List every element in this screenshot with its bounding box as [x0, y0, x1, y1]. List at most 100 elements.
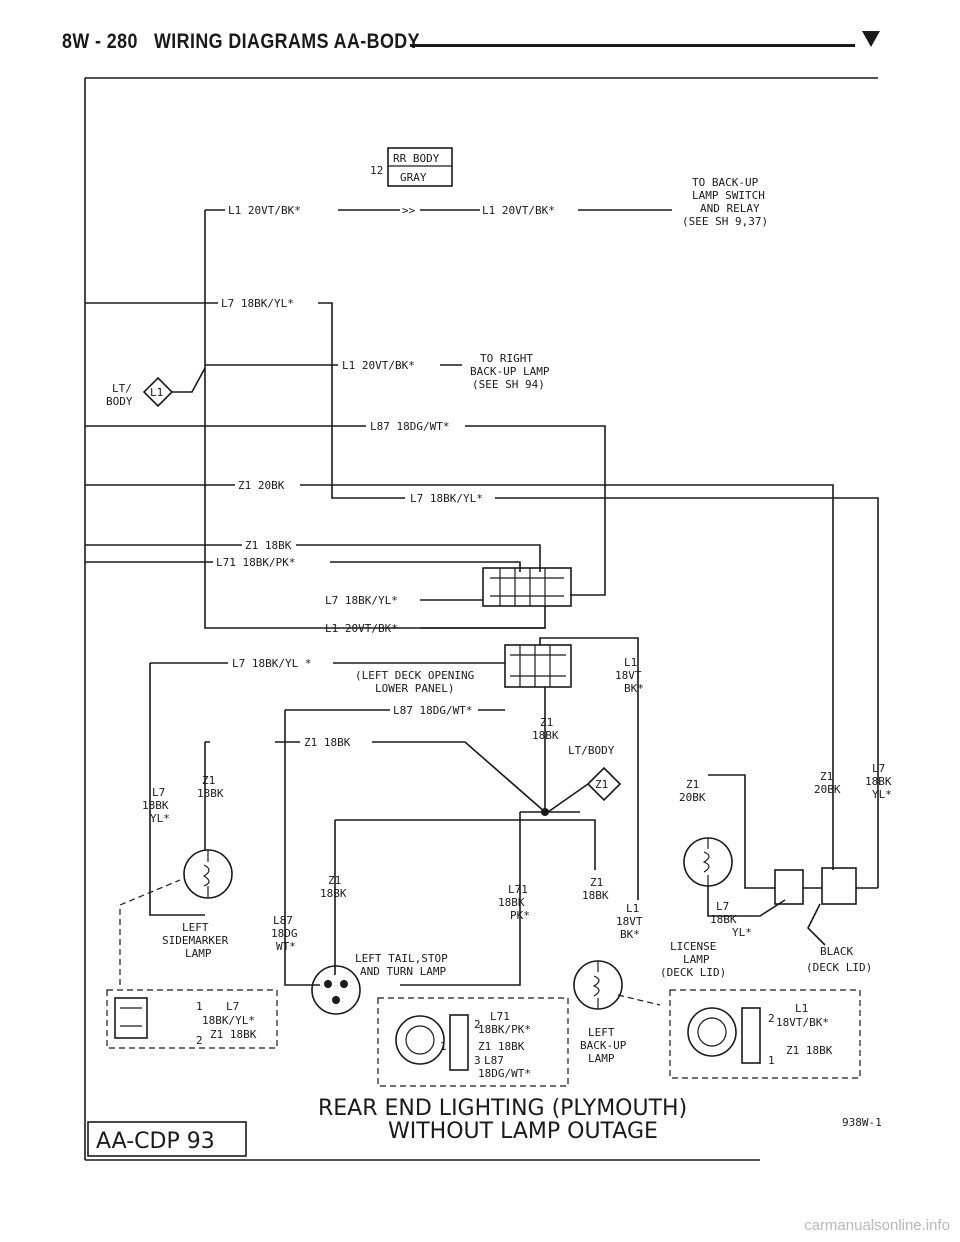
z1-right-1: Z1 — [686, 778, 699, 791]
wire-l87-a: L87 18DG/WT* — [370, 420, 449, 433]
header-triangle-icon — [862, 31, 880, 47]
lt-body-1: LT/ — [112, 382, 132, 395]
wire-l71: L71 18BK/PK* — [216, 556, 295, 569]
diagram-subtitle: WITHOUT LAMP OUTAGE — [388, 1119, 658, 1144]
ground-diamond-z1 — [586, 766, 622, 802]
tail-pin2-wire: L71 — [490, 1010, 510, 1023]
sidemarker-label-3: LAMP — [185, 947, 212, 960]
wire-l87-b: L87 18DG/WT* — [393, 704, 472, 717]
l7-far-1: L7 — [872, 762, 885, 775]
l87-lamp-2: 18DG — [271, 927, 298, 940]
wire-z1-18: Z1 18BK — [245, 539, 292, 552]
sm-pin2-wire: Z1 18BK — [210, 1028, 257, 1041]
tail-pin2: 2 — [474, 1018, 481, 1031]
tail-pin1-wire: Z1 18BK — [478, 1040, 525, 1053]
ground-diamond-l1 — [142, 376, 174, 408]
to-right-1: TO RIGHT — [480, 352, 533, 365]
tail-lamp-icon — [311, 965, 361, 1015]
sidemarker-label-1: LEFT — [182, 921, 209, 934]
tail-pin3-color: 18DG/WT* — [478, 1067, 531, 1080]
sm-pin1-color: 18BK/YL* — [202, 1014, 255, 1027]
z1-lamp-1: Z1 — [328, 874, 341, 887]
sm-pin2: 2 — [196, 1034, 203, 1047]
lic-pin2: 2 — [768, 1012, 775, 1025]
left-backup-2: BACK-UP — [580, 1039, 627, 1052]
header-rule — [410, 44, 855, 47]
to-backup-2: LAMP SWITCH — [692, 189, 765, 202]
l87-lamp-1: L87 — [273, 914, 293, 927]
l71-lamp-3: PK* — [510, 909, 530, 922]
wire-l7-c: L7 18BK/YL* — [325, 594, 398, 607]
l7-left-3: YL* — [150, 812, 170, 825]
footer-url: carmanualsonline.info — [804, 1217, 950, 1234]
l7-far-2: 18BK — [865, 775, 892, 788]
lt-body-2: BODY — [106, 395, 133, 408]
z1-left-2: 18BK — [197, 787, 224, 800]
lt-body-label: LT/BODY — [568, 744, 615, 757]
page-number: 8W - 280 — [62, 30, 138, 53]
black-deck-1: BLACK — [820, 945, 853, 958]
z1-lamp-2: 18BK — [320, 887, 347, 900]
to-backup-3: AND RELAY — [700, 202, 760, 215]
wire-l7-d: L7 18BK/YL * — [232, 657, 311, 670]
wire-top-left: L1 20VT/BK* — [228, 204, 301, 217]
z1-mid-1: Z1 — [540, 716, 553, 729]
l1-backup-3: BK* — [620, 928, 640, 941]
l7-left-2: 18BK — [142, 799, 169, 812]
tail-label-1: LEFT TAIL,STOP — [355, 952, 448, 965]
ground-z1-label: Z1 — [595, 778, 608, 791]
deck-connector-1 — [774, 869, 804, 905]
l7-license-2: 18BK — [710, 913, 737, 926]
ground-l1-label: L1 — [150, 386, 163, 399]
wire-l7-b: L7 18BK/YL* — [410, 492, 483, 505]
wire-top-right: L1 20VT/BK* — [482, 204, 555, 217]
z1-backup-1: Z1 — [590, 876, 603, 889]
connector-name: RR BODY — [393, 152, 440, 165]
l87-lamp-3: WT* — [276, 940, 296, 953]
black-deck-2: (DECK LID) — [806, 961, 872, 974]
splice-symbol: >> — [402, 204, 416, 217]
tail-connector-box — [377, 997, 569, 1087]
license-label-1: LICENSE — [670, 940, 716, 953]
lic-pin2-wire: L1 — [795, 1002, 808, 1015]
l1-18vt-1: L1 — [624, 656, 637, 669]
connector-color: GRAY — [400, 171, 427, 184]
license-connector-box — [669, 989, 861, 1079]
to-right-2: BACK-UP LAMP — [470, 365, 550, 378]
l1-backup-2: 18VT — [616, 915, 643, 928]
l71-lamp-1: L71 — [508, 883, 528, 896]
page-title: WIRING DIAGRAMS AA-BODY — [153, 30, 420, 53]
left-backup-1: LEFT — [588, 1026, 615, 1039]
lic-pin2-color: 18VT/BK* — [776, 1016, 829, 1029]
left-backup-3: LAMP — [588, 1052, 615, 1065]
l1-18vt-3: BK* — [624, 682, 644, 695]
connector-deck — [504, 644, 572, 688]
deck-label-1: (LEFT DECK OPENING — [355, 669, 474, 682]
l1-backup-1: L1 — [626, 902, 639, 915]
l7-license-1: L7 — [716, 900, 729, 913]
z1-left-1: Z1 — [202, 774, 215, 787]
to-right-3: (SEE SH 94) — [472, 378, 545, 391]
wire-z1-20: Z1 20BK — [238, 479, 285, 492]
z1-right-2: 20BK — [679, 791, 706, 804]
l1-18vt-2: 18VT — [615, 669, 642, 682]
tail-pin3-wire: L87 — [484, 1054, 504, 1067]
z1-far-1: Z1 — [820, 770, 833, 783]
wire-z1-c: Z1 18BK — [304, 736, 351, 749]
tail-pin2-color: 18BK/PK* — [478, 1023, 531, 1036]
l71-lamp-2: 18BK — [498, 896, 525, 909]
z1-backup-2: 18BK — [582, 889, 609, 902]
l7-license-3: YL* — [732, 926, 752, 939]
sidemarker-label-2: SIDEMARKER — [162, 934, 229, 947]
sidemarker-connector-box — [106, 989, 278, 1049]
license-label-3: (DECK LID) — [660, 966, 726, 979]
sm-pin1: 1 — [196, 1000, 203, 1013]
tail-pin1: 1 — [440, 1040, 447, 1053]
tail-pin3: 3 — [474, 1054, 481, 1067]
diagram-title: REAR END LIGHTING (PLYMOUTH) — [318, 1096, 687, 1121]
wire-l7-a: L7 18BK/YL* — [221, 297, 294, 310]
deck-label-2: LOWER PANEL) — [375, 682, 454, 695]
l7-left-1: L7 — [152, 786, 165, 799]
lic-pin1-wire: Z1 18BK — [786, 1044, 833, 1057]
